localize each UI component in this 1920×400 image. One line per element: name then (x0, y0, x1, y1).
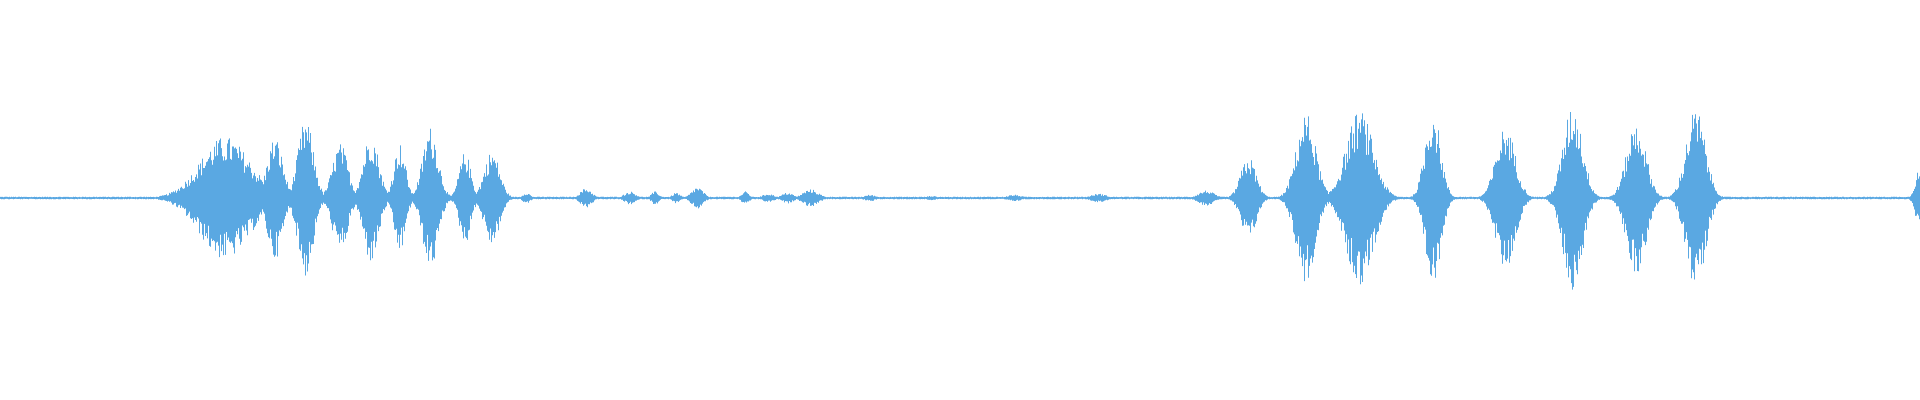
waveform-envelope (0, 112, 1920, 290)
waveform-path (0, 112, 1920, 290)
